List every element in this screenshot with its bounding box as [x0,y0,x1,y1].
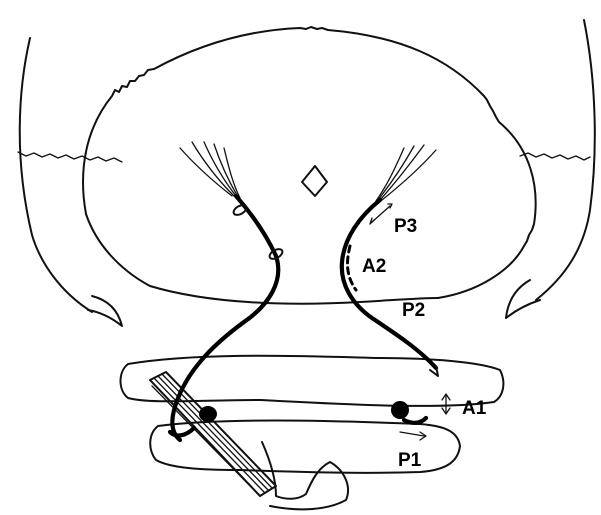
left-ganglion [199,406,217,422]
head-outline-left [20,38,92,312]
p3-arrowhead-2 [370,218,374,224]
label-a1: A1 [462,398,487,419]
right-mandible [506,280,540,318]
left-nerve [172,196,278,440]
central-peduncle [262,442,348,509]
head-outline-right [536,20,595,300]
muscle-bundle [150,372,276,496]
label-p2: P2 [402,300,425,321]
label-p1: P1 [398,450,422,471]
head-capsule [83,27,536,298]
left-mandible [88,296,122,326]
right-sensory-fan [376,145,436,201]
label-p3: P3 [394,216,417,237]
p3-arrow [372,206,390,222]
a2-dashed-segment [348,246,356,290]
left-serrated-suture [18,152,122,162]
label-a2: A2 [362,256,386,277]
median-diamond [302,166,327,196]
right-serrated-suture [520,153,590,160]
right-nerve [342,200,436,368]
left-nerve-ring-upper [232,203,248,217]
right-ganglion [391,401,409,419]
right-nerve-branch [404,418,426,423]
left-sensory-fan [180,142,240,198]
